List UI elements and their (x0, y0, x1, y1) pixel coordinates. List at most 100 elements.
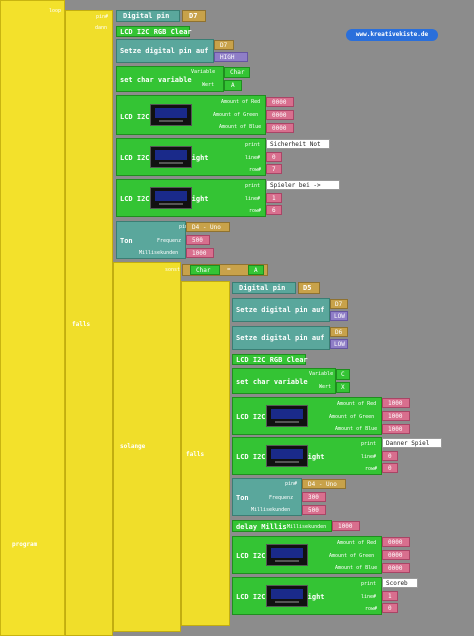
program-label: program (12, 541, 38, 548)
millisekunden-value-2[interactable]: 500 (302, 505, 326, 515)
lcd-display-image-2 (150, 146, 192, 168)
solange-label: solange (120, 443, 146, 450)
set-char-block[interactable]: set char variable Variable Wert (116, 66, 224, 92)
d5-pin-value[interactable]: D5 (298, 282, 320, 294)
digital-pin-block[interactable]: Digital pin (116, 10, 180, 22)
d7b-value[interactable]: D7 (214, 40, 234, 50)
blue-value[interactable]: 0000 (266, 123, 294, 133)
row-value-2-label: 6 (272, 207, 276, 214)
amount-green-3-label: Amount of Green (329, 553, 375, 559)
print-4-label: print (361, 581, 377, 587)
row-value-2[interactable]: 6 (266, 205, 282, 215)
high-label: HIGH (220, 54, 235, 61)
row-value-4[interactable]: 0 (382, 603, 398, 613)
line-value-1[interactable]: 0 (266, 152, 282, 162)
low-2-label: LOW (334, 341, 345, 348)
millisekunden-value-2-label: 500 (308, 507, 319, 514)
frequenz-value[interactable]: 500 (186, 235, 210, 245)
print-text-2[interactable]: Spieler bei -> (266, 180, 340, 190)
delay-block[interactable]: delay Millis Millisekunden (232, 520, 332, 532)
red-value-2[interactable]: 1000 (382, 398, 410, 408)
lcd-clear-2-label: LCD I2C RGB Clear (236, 356, 308, 364)
a-value-2[interactable]: A (248, 265, 264, 275)
red-value-3-label: 0000 (388, 539, 403, 546)
line-value-2[interactable]: 1 (266, 193, 282, 203)
print-text-3[interactable]: Danner Spiel (382, 438, 442, 448)
a-value[interactable]: A (224, 80, 242, 91)
d4-uno-label: D4 - Uno (192, 224, 221, 231)
lcd-display-image-7 (266, 585, 308, 607)
print-text-2-label: Spieler bei -> (270, 182, 321, 189)
ton-2-pin-label: pin# (285, 481, 298, 487)
lcd-clear-block[interactable]: LCD I2C RGB Clear (116, 26, 192, 37)
solange-block[interactable] (113, 262, 181, 632)
millisekunden-value[interactable]: 1000 (186, 248, 214, 258)
d4-uno-value[interactable]: D4 - Uno (186, 222, 230, 232)
green-value-label: 0000 (272, 112, 287, 119)
row-label: row# (249, 167, 262, 173)
d7-pin-value[interactable]: D7 (182, 10, 206, 22)
ton-2-label: Ton (236, 494, 249, 502)
line-value-4-label: 1 (388, 593, 392, 600)
row-value-3-label: 0 (388, 465, 392, 472)
c-var[interactable]: C (336, 369, 350, 380)
falls2-block[interactable] (181, 281, 230, 626)
set-char-label: set char variable (120, 76, 192, 84)
a-value-2-label: A (254, 267, 258, 274)
d6-value[interactable]: D6 (330, 327, 348, 337)
website-badge[interactable]: www.kreativekiste.de (346, 29, 438, 41)
blue-value-3[interactable]: 0000 (382, 563, 410, 573)
frequenz-value-2-label: 300 (308, 494, 319, 501)
digital-pin-block-2[interactable]: Digital pin (232, 282, 296, 294)
ton-block-2[interactable]: Ton pin# Frequenz Millisekunden (232, 478, 302, 516)
print-label: print (245, 142, 261, 148)
line-value-2-label: 1 (272, 195, 276, 202)
red-value-2-label: 1000 (388, 400, 403, 407)
print-text-1[interactable]: Sicherheit Not (266, 139, 330, 149)
amount-green-label: Amount of Green (213, 112, 259, 118)
setze-digital-block[interactable]: Setze digital pin auf (116, 39, 214, 63)
line-value-3-label: 0 (388, 453, 392, 460)
c-label: C (341, 371, 345, 378)
row-value-3[interactable]: 0 (382, 463, 398, 473)
ton-block[interactable]: Ton pin# Frequenz Millisekunden (116, 221, 191, 259)
delay-value[interactable]: 1000 (332, 521, 360, 531)
millisekunden-label: Millisekunden (139, 250, 179, 256)
x-value[interactable]: X (336, 382, 350, 393)
blue-value-3-label: 0000 (388, 565, 403, 572)
setze-digital-block-2[interactable]: Setze digital pin auf (232, 298, 330, 322)
falls-label: falls (72, 321, 91, 328)
low-value[interactable]: LOW (330, 311, 348, 321)
line-value-4[interactable]: 1 (382, 591, 398, 601)
low-value-2[interactable]: LOW (330, 339, 348, 349)
frequenz-value-2[interactable]: 300 (302, 492, 326, 502)
line-value-3[interactable]: 0 (382, 451, 398, 461)
lcd-display-image-5 (266, 445, 308, 467)
d4-uno-value-2[interactable]: D4 - Uno (302, 479, 346, 489)
blue-value-2[interactable]: 1000 (382, 424, 410, 434)
red-value-3[interactable]: 0000 (382, 537, 410, 547)
d7c-value[interactable]: D7 (330, 299, 348, 309)
green-value-3[interactable]: 0000 (382, 550, 410, 560)
amount-blue-2-label: Amount of Blue (335, 426, 378, 432)
falls-block[interactable] (65, 10, 113, 636)
d7-label: D7 (189, 12, 198, 20)
setze-digital-block-3[interactable]: Setze digital pin auf (232, 326, 330, 350)
print-text-4[interactable]: Scoreb (382, 578, 418, 588)
char-var[interactable]: Char (224, 67, 250, 78)
char-var-2[interactable]: Char (190, 265, 220, 275)
low-label: LOW (334, 313, 345, 320)
program-block[interactable] (0, 0, 65, 636)
setze-digital-2-label: Setze digital pin auf (236, 306, 325, 314)
frequenz-value-label: 500 (192, 237, 203, 244)
row-value-1[interactable]: 7 (266, 164, 282, 174)
red-value[interactable]: 0000 (266, 97, 294, 107)
lcd-clear-block-2[interactable]: LCD I2C RGB Clear (232, 354, 308, 365)
row-4-label: row# (365, 606, 378, 612)
green-value-2[interactable]: 1000 (382, 411, 410, 421)
green-value[interactable]: 0000 (266, 110, 294, 120)
set-char-block-2[interactable]: set char variable Variable Wert (232, 368, 336, 394)
high-value[interactable]: HIGH (214, 52, 248, 62)
amount-red-label: Amount of Red (221, 99, 261, 105)
a-label: A (231, 82, 235, 89)
